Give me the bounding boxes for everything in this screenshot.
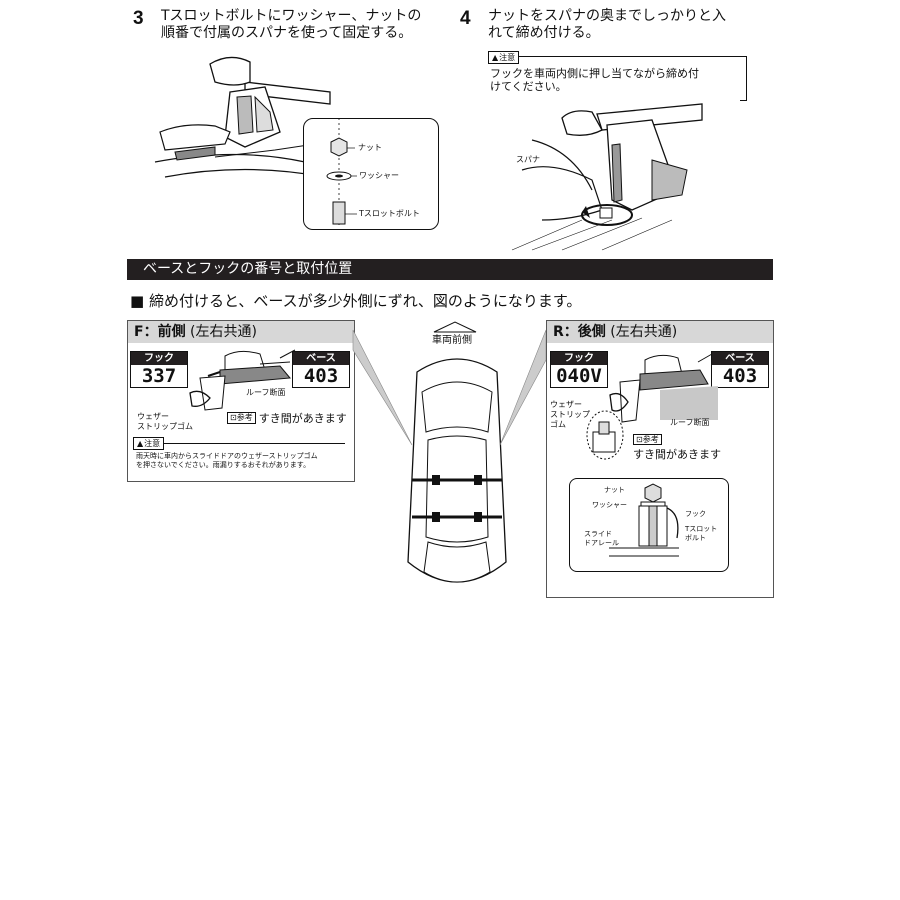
step3-tbolt-label: Tスロットボルト	[359, 209, 420, 218]
front-hook-label: フック	[131, 352, 187, 365]
step3-illustration	[154, 56, 331, 178]
front-caution-tag: ▲注意	[133, 437, 165, 450]
rear-roof-section-label: ルーフ断面	[670, 418, 710, 427]
rear-ref: ⊡参考 すき間があきます	[633, 432, 721, 462]
step4-spanner-label: スパナ	[516, 155, 540, 164]
rear-hook-value: 040V	[551, 365, 607, 387]
rear-weatherstrip-line1: ウェザー	[550, 400, 582, 409]
front-weatherstrip-line1: ウェザー	[137, 412, 169, 421]
rear-bolt-sketch	[586, 410, 624, 460]
rear-detail-washer: ワッシャー	[592, 501, 627, 509]
rear-illustration	[609, 353, 718, 423]
rear-title-rest: (左右共通)	[605, 324, 678, 340]
front-weatherstrip-label: ウェザー ストリップゴム	[137, 412, 193, 432]
front-panel-title: F：前側 (左右共通)	[128, 321, 354, 343]
step4-caution-tag: ▲注意	[488, 51, 520, 64]
front-caution-label: 注意	[144, 439, 161, 448]
front-gap-text: すき間があきます	[258, 412, 347, 425]
front-caution-line1: 雨天時に車内からスライドドアのウェザーストリップゴム	[136, 452, 318, 460]
front-ref: ⊡参考 すき間があきます	[227, 410, 347, 426]
step4-caution-bracket	[746, 56, 747, 100]
reference-book-icon: ⊡	[636, 435, 643, 444]
step4-line1: ナットをスパナの奥までしっかりと入	[488, 8, 726, 24]
reference-book-icon: ⊡	[230, 413, 237, 422]
rear-detail-tbolt-line1: Tスロット	[685, 525, 718, 533]
front-weatherstrip-line2: ストリップゴム	[137, 422, 193, 431]
step3-parts-box	[303, 118, 439, 230]
rear-detail-rail: スライド ドアレール	[584, 530, 619, 548]
front-roof-section-label: ルーフ断面	[246, 388, 286, 397]
front-base-value: 403	[293, 365, 349, 387]
front-base-label: ベース	[293, 352, 349, 365]
step4-instruction: ナットをスパナの奥までしっかりと入 れて締め付ける。	[488, 8, 758, 42]
rear-weatherstrip-line2: ストリップ	[550, 410, 590, 419]
step3-parts-icons	[326, 118, 357, 228]
step3-washer-label: ワッシャー	[359, 171, 399, 180]
section-note: ■ 締め付けると、ベースが多少外側にずれ、図のようになります。	[130, 292, 582, 310]
front-illustration	[189, 349, 296, 411]
step4-number: 4	[460, 8, 471, 29]
front-ref-tag: ⊡参考	[227, 412, 256, 424]
warning-triangle-icon: ▲	[492, 53, 499, 62]
front-caution-rule	[133, 443, 345, 444]
step4-caution-bottom	[740, 100, 747, 101]
rear-detail-tbolt-line2: ボルト	[685, 534, 706, 542]
car-front-label: 車両前側	[432, 335, 472, 346]
rear-ref-tag: ⊡参考	[633, 434, 662, 445]
step4-illustration	[511, 103, 703, 251]
step4-caution-text: フックを車両内側に押し当てながら締め付 けてください。	[490, 67, 699, 93]
front-caution-text: 雨天時に車内からスライドドアのウェザーストリップゴム を押さないでください。雨漏…	[136, 452, 318, 470]
rear-detail-tbolt: Tスロット ボルト	[685, 525, 717, 543]
front-title-rest: (左右共通)	[185, 324, 257, 340]
front-direction-arrow	[433, 321, 477, 333]
rear-detail-rail-line2: ドアレール	[584, 539, 619, 547]
rear-detail-drawing	[609, 483, 679, 557]
front-hook-code: フック 337	[130, 351, 188, 388]
rear-ref-label: 参考	[642, 435, 659, 444]
front-title-bold: F：前側	[134, 324, 186, 340]
rear-detail-rail-line1: スライド	[584, 530, 612, 538]
warning-triangle-icon: ▲	[137, 439, 144, 448]
rear-hook-code: フック 040V	[550, 351, 608, 388]
rear-detail-hook: フック	[685, 510, 706, 518]
step3-number: 3	[133, 8, 144, 29]
front-base-code: ベース 403	[292, 351, 350, 388]
section-title-bar: ベースとフックの番号と取付位置	[127, 259, 773, 280]
car-top-view	[407, 358, 507, 583]
front-caution-line2: を押さないでください。雨漏りするおそれがあります。	[136, 461, 311, 469]
rear-hook-label: フック	[551, 352, 607, 365]
step4-line2: れて締め付ける。	[488, 25, 600, 41]
step3-line2: 順番で付属のスパナを使って固定する。	[161, 25, 413, 41]
rear-base-label: ベース	[712, 352, 768, 365]
rear-detail-nut: ナット	[604, 486, 625, 494]
rear-base-value: 403	[712, 365, 768, 387]
step3-nut-label: ナット	[358, 143, 382, 152]
front-panel	[127, 320, 355, 482]
rear-panel-title: R：後側 (左右共通)	[547, 321, 773, 343]
step3-line1: Tスロットボルトにワッシャー、ナットの	[161, 8, 422, 24]
step4-caution-label: 注意	[499, 53, 516, 62]
step4-caution-line1: フックを車両内側に押し当てながら締め付	[490, 67, 699, 80]
front-hook-value: 337	[131, 365, 187, 387]
rear-weatherstrip-label: ウェザー ストリップ ゴム	[550, 400, 590, 430]
rear-weatherstrip-line3: ゴム	[550, 420, 566, 429]
front-ref-label: 参考	[236, 413, 253, 422]
rear-base-code: ベース 403	[711, 351, 769, 388]
step3-instruction: Tスロットボルトにワッシャー、ナットの 順番で付属のスパナを使って固定する。	[161, 8, 451, 42]
step4-caution-line2: けてください。	[490, 80, 567, 93]
rear-gap-text: すき間があきます	[633, 448, 721, 461]
step4-caution-rule	[488, 56, 746, 57]
rear-title-bold: R：後側	[553, 324, 606, 340]
